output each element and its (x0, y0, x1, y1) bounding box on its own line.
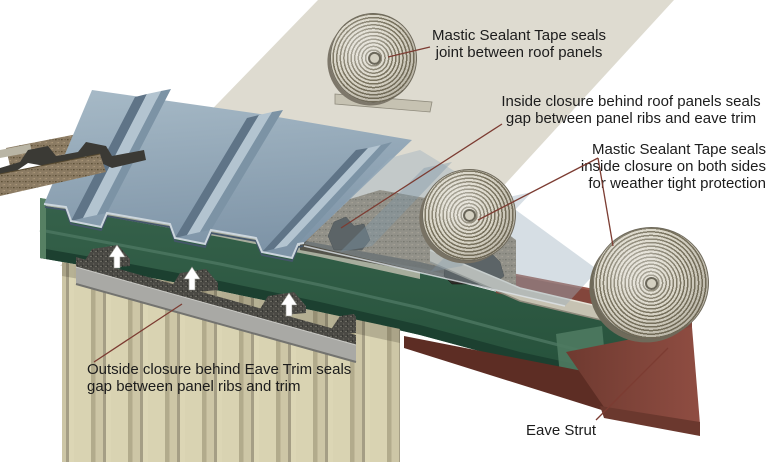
annotation-line: Inside closure behind roof panels seals (501, 93, 761, 110)
strut-inner-shadow (404, 336, 608, 412)
annotation-line: Mastic Sealant Tape seals (432, 27, 606, 44)
unrolled-tape-band (430, 250, 644, 330)
mastic-strip-edge (0, 153, 101, 175)
annotation-outside-closure: Outside closure behind Eave Trim seals g… (87, 361, 351, 395)
closure-metal-highlight (75, 266, 357, 346)
annotation-line: Mastic Sealant Tape seals (592, 141, 766, 158)
up-arrow-icon (183, 266, 201, 291)
annotation-inside-closure: Inside closure behind roof panels seals … (488, 93, 768, 127)
lap-tape-gray-edge (0, 144, 32, 158)
up-arrow-icon (108, 244, 126, 269)
rib-shade (175, 115, 259, 238)
annotation-line: for weather tight protection (588, 175, 766, 192)
eave-trim-groove (39, 228, 649, 370)
roll-hub (366, 51, 382, 66)
unrolled-tape-shade (429, 261, 645, 331)
annotation-line: gap between panel ribs and trim (87, 378, 301, 395)
lap-panel-rib (0, 142, 146, 182)
eave-trim-face (40, 198, 648, 390)
annotation-line: Outside closure behind Eave Trim seals (87, 361, 352, 378)
rib-top (187, 112, 272, 235)
roll-hub (462, 208, 477, 223)
eave-edge-highlight (43, 203, 305, 260)
ghost-edge (303, 245, 566, 307)
roll-hub (644, 276, 659, 291)
annotation-eave-strut: Eave Strut (526, 422, 596, 439)
eave-trim-end-cap (40, 198, 46, 259)
up-arrow-icons (108, 244, 298, 317)
outside-closure-foam (76, 257, 356, 345)
annotation-line: Eave Strut (526, 422, 597, 439)
outside-closure-metal (76, 267, 356, 362)
up-arrow-icon (280, 292, 298, 317)
annotation-line: inside closure on both sides (580, 158, 766, 175)
annotation-tape-inside-closure: Mastic Sealant Tape seals inside closure… (581, 141, 766, 192)
panel-lap-tape (0, 142, 146, 196)
annotation-line: joint between roof panels (435, 44, 603, 61)
mastic-strip-lower (0, 154, 106, 196)
annotation-line: gap between panel ribs and eave trim (505, 110, 757, 127)
closure-metal-shade (75, 283, 357, 363)
roof-panels (43, 89, 412, 263)
annotation-tape-joint: Mastic Sealant Tape seals joint between … (424, 27, 614, 61)
closure-bump-4 (332, 314, 356, 334)
eave-edge-shadow (44, 206, 304, 263)
rib-side (200, 110, 283, 232)
